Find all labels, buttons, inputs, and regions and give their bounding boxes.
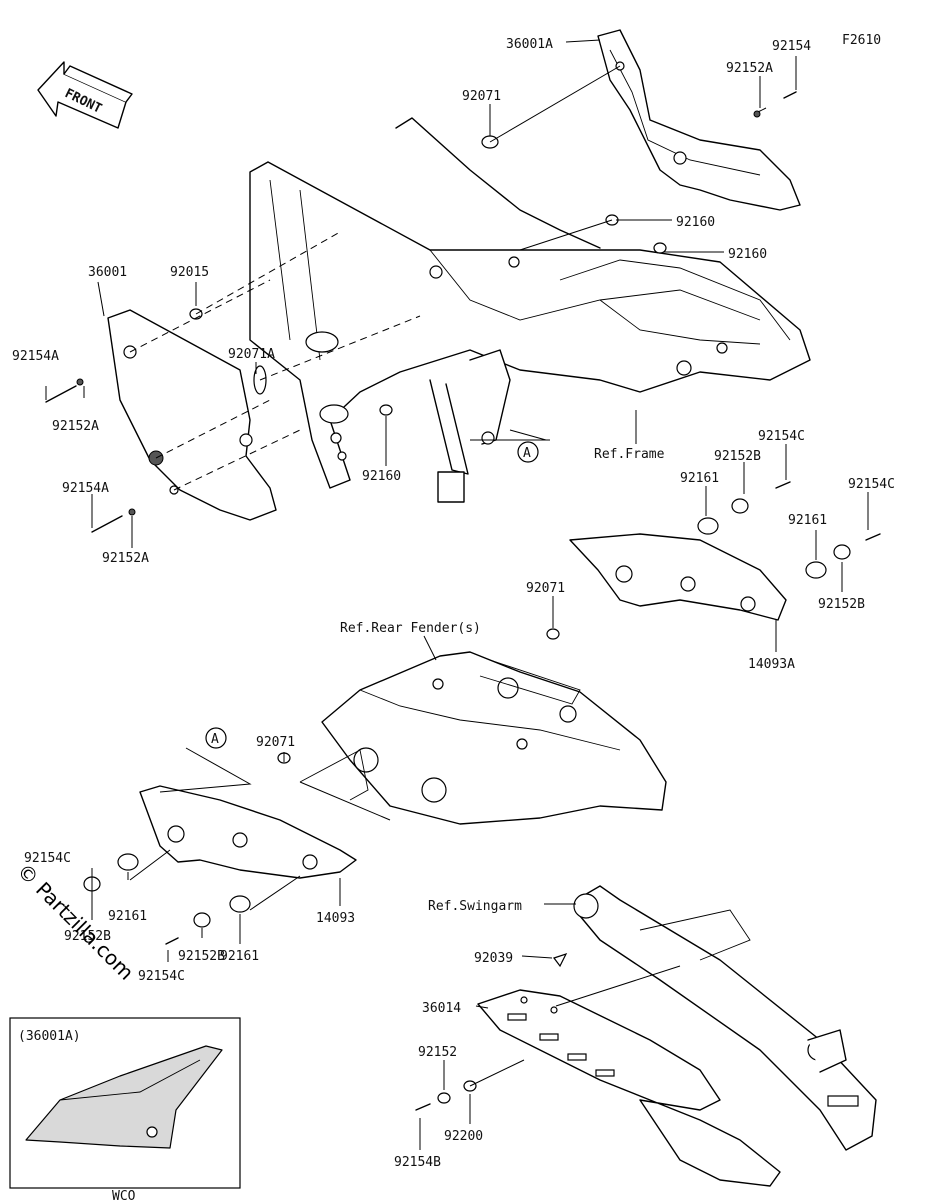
- label-92160-a: 92160: [676, 215, 715, 230]
- side-cover-36001A: [597, 29, 801, 211]
- label-92154: 92154: [772, 39, 811, 54]
- label-92161-1: 92161: [680, 471, 719, 486]
- chain-cover-36014: [415, 952, 781, 1187]
- svg-text:A: A: [211, 732, 219, 747]
- bracket-14093A: [546, 481, 881, 640]
- inset-caption: WCO: [112, 1189, 136, 1200]
- label-ref-rear-fender: Ref.Rear Fender(s): [340, 621, 481, 636]
- front-arrow-icon: FRONT: [37, 61, 133, 129]
- label-ref-swingarm: Ref.Swingarm: [428, 899, 522, 914]
- label-92161-2: 92161: [788, 513, 827, 528]
- label-92152B-2: 92152B: [818, 597, 865, 612]
- label-92071-top: 92071: [462, 89, 501, 104]
- label-92152B-3: 92152B: [64, 929, 111, 944]
- svg-text:A: A: [523, 446, 531, 461]
- label-ref-frame: Ref.Frame: [594, 447, 665, 462]
- label-36001A: 36001A: [506, 37, 553, 52]
- inset-36001A: (36001A) WCO: [9, 1017, 241, 1200]
- side-cover-36001: [107, 309, 277, 521]
- diagram-code: F2610: [842, 33, 881, 48]
- label-92015: 92015: [170, 265, 209, 280]
- bracket-14093: [83, 785, 357, 945]
- label-92154C-2: 92154C: [848, 477, 895, 492]
- frame-illustration: [249, 117, 811, 503]
- label-36001: 36001: [88, 265, 127, 280]
- part-labels: 36001A 92154 92152A 92071 92160 92160 36…: [12, 37, 895, 1170]
- label-92161-4: 92161: [220, 949, 259, 964]
- callout-a-upper: A: [470, 429, 550, 463]
- label-92154B: 92154B: [394, 1155, 441, 1170]
- label-36014: 36014: [422, 1001, 461, 1016]
- label-92039: 92039: [474, 951, 513, 966]
- label-92160-c: 92160: [362, 469, 401, 484]
- leader-lines: [45, 39, 869, 1150]
- label-92152B-1: 92152B: [714, 449, 761, 464]
- label-92152A-top: 92152A: [726, 61, 773, 76]
- label-92071A: 92071A: [228, 347, 275, 362]
- dashed-lines: [129, 65, 621, 491]
- label-92200: 92200: [444, 1129, 483, 1144]
- label-92152B-4: 92152B: [178, 949, 225, 964]
- label-92154C-4: 92154C: [138, 969, 185, 984]
- label-92071-low: 92071: [256, 735, 295, 750]
- callout-a-lower: A: [159, 727, 252, 793]
- rear-fender: [277, 651, 667, 825]
- label-92154A-2: 92154A: [62, 481, 109, 496]
- label-14093: 14093: [316, 911, 355, 926]
- label-92154C-1: 92154C: [758, 429, 805, 444]
- label-92152A-2: 92152A: [102, 551, 149, 566]
- swingarm: [573, 885, 877, 1151]
- label-92154C-3: 92154C: [24, 851, 71, 866]
- label-92152A-1: 92152A: [52, 419, 99, 434]
- label-92154A-1: 92154A: [12, 349, 59, 364]
- inset-title: (36001A): [18, 1029, 81, 1044]
- label-14093A: 14093A: [748, 657, 795, 672]
- label-92071-mid: 92071: [526, 581, 565, 596]
- label-92160-b: 92160: [728, 247, 767, 262]
- label-92161-3: 92161: [108, 909, 147, 924]
- label-92152: 92152: [418, 1045, 457, 1060]
